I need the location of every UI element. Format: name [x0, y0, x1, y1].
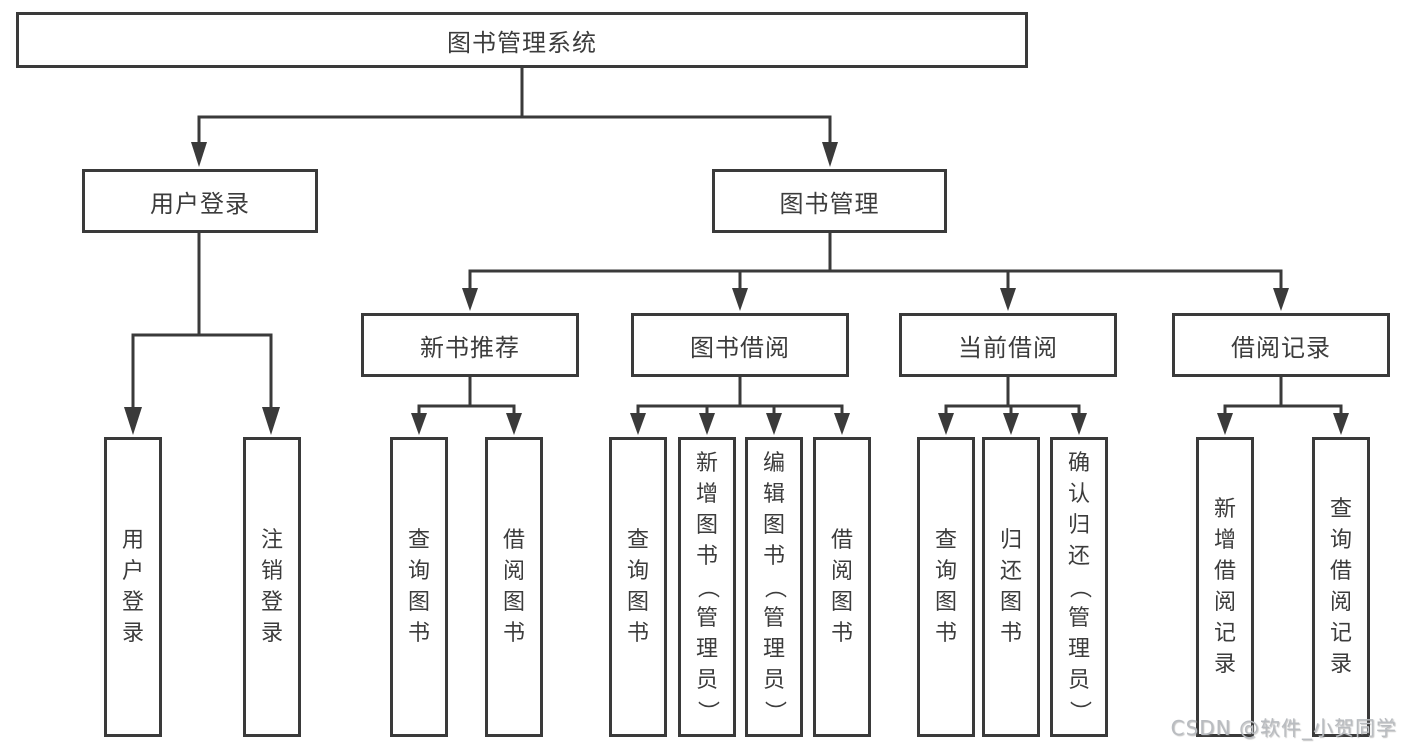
leaf-cb-confirm-return-admin-label: 确认归还（管理员） [1066, 450, 1092, 723]
csdn-watermark: CSDN @软件_小贺同学 [1170, 716, 1397, 740]
leaf-cb-return-books: 归还图书 [982, 437, 1040, 737]
arrowhead [191, 142, 207, 167]
arrowhead [506, 413, 522, 435]
arrowhead [822, 142, 838, 167]
node-current-borrow-label: 当前借阅 [958, 333, 1058, 362]
arrowhead [1273, 288, 1289, 311]
leaf-br-add-record-label: 新增借阅记录 [1213, 497, 1236, 677]
leaf-bb-borrow-books: 借阅图书 [813, 437, 871, 737]
leaf-bb-add-books-admin: 新增图书（管理员） [678, 437, 736, 737]
leaf-user-login-label: 用户登录 [121, 528, 144, 646]
node-book-borrow: 图书借阅 [631, 313, 849, 377]
leaf-nbr-query-books-label: 查询图书 [407, 528, 430, 646]
leaf-cb-confirm-return-admin: 确认归还（管理员） [1050, 437, 1108, 737]
node-root-label: 图书管理系统 [447, 28, 597, 57]
leaf-bb-add-books-admin-label: 新增图书（管理员） [694, 450, 720, 723]
leaf-bb-query-books: 查询图书 [609, 437, 667, 737]
arrowhead [1071, 413, 1087, 435]
node-root: 图书管理系统 [16, 12, 1028, 68]
leaf-bb-edit-books-admin-label: 编辑图书（管理员） [761, 450, 787, 723]
leaf-nbr-borrow-books: 借阅图书 [485, 437, 543, 737]
node-borrow-records-label: 借阅记录 [1231, 333, 1331, 362]
leaf-nbr-borrow-books-label: 借阅图书 [502, 528, 525, 646]
node-new-book-recommend: 新书推荐 [361, 313, 579, 377]
node-book-management-label: 图书管理 [779, 189, 880, 218]
leaf-bb-borrow-books-label: 借阅图书 [830, 528, 853, 646]
leaf-br-query-record-label: 查询借阅记录 [1329, 497, 1352, 677]
leaf-cb-query-books: 查询图书 [917, 437, 975, 737]
arrowhead [411, 413, 427, 435]
leaf-cb-return-books-label: 归还图书 [999, 528, 1022, 646]
arrowhead [1003, 413, 1019, 435]
leaf-nbr-query-books: 查询图书 [390, 437, 448, 737]
node-current-borrow: 当前借阅 [899, 313, 1117, 377]
arrowhead [834, 413, 850, 435]
leaf-cb-query-books-label: 查询图书 [934, 528, 957, 646]
arrowhead [699, 413, 715, 435]
leaf-bb-edit-books-admin: 编辑图书（管理员） [745, 437, 803, 737]
arrowhead [124, 407, 142, 435]
node-user-login: 用户登录 [82, 169, 318, 233]
arrowhead [1333, 413, 1349, 435]
arrowhead [262, 407, 280, 435]
node-new-book-recommend-label: 新书推荐 [420, 333, 520, 362]
node-user-login-label: 用户登录 [150, 189, 250, 218]
leaf-br-add-record: 新增借阅记录 [1196, 437, 1254, 737]
node-book-borrow-label: 图书借阅 [690, 333, 790, 362]
arrowhead [938, 413, 954, 435]
leaf-br-query-record: 查询借阅记录 [1312, 437, 1370, 737]
leaf-logout-label: 注销登录 [260, 528, 283, 646]
node-borrow-records: 借阅记录 [1172, 313, 1390, 377]
leaf-logout: 注销登录 [243, 437, 301, 737]
node-book-management: 图书管理 [712, 169, 947, 233]
arrowhead [1000, 288, 1016, 311]
leaf-user-login: 用户登录 [104, 437, 162, 737]
leaf-bb-query-books-label: 查询图书 [626, 528, 649, 646]
arrowhead [732, 288, 748, 311]
arrowhead [630, 413, 646, 435]
arrowhead [766, 413, 782, 435]
arrowhead [462, 288, 478, 311]
arrowhead [1217, 413, 1233, 435]
